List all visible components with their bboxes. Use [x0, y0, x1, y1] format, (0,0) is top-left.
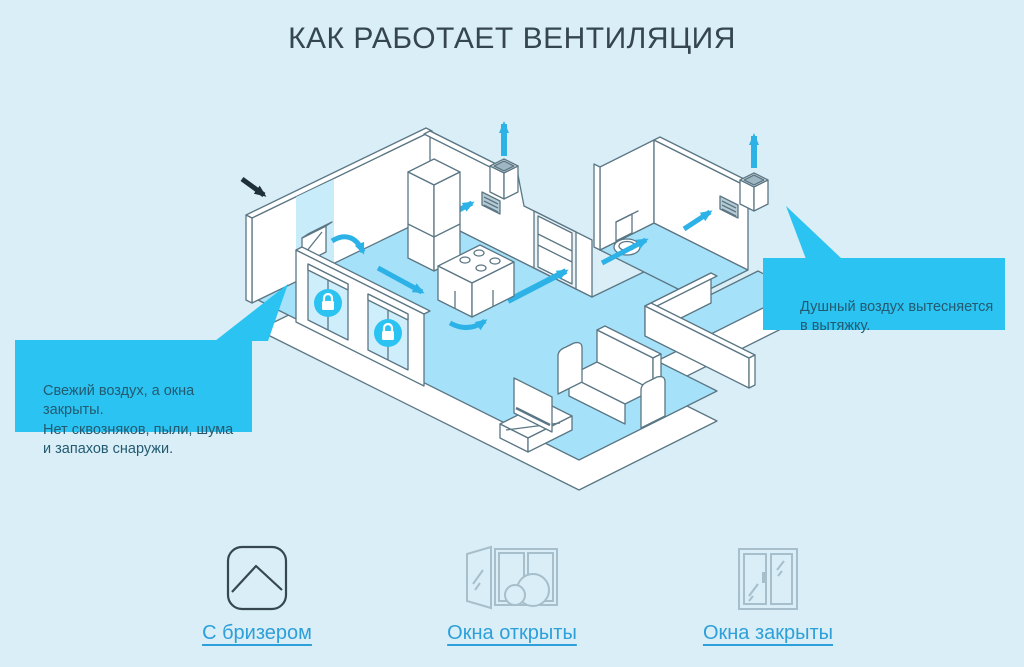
- kitchen-stove-counter: [437, 244, 515, 318]
- lock-badge-2: [374, 319, 402, 347]
- callout-exhaust-text: Душный воздух вытесняется в вытяжку.: [800, 298, 994, 335]
- window-open-icon: [466, 545, 558, 610]
- breezer-icon: [226, 545, 288, 611]
- parapet-wall: [644, 272, 756, 389]
- bathroom-walls: [593, 136, 755, 271]
- window-locked-2: [367, 293, 409, 371]
- fresh-air-arrow: [330, 234, 366, 255]
- tv-screen: [513, 377, 553, 433]
- callout-fresh-air-text: Свежий воздух, а окна закрыты. Нет сквоз…: [43, 382, 234, 458]
- airflow-arrow-to-bathroom-grille: [682, 209, 713, 232]
- callout-tail-right: [786, 206, 842, 259]
- page-title: КАК РАБОТАЕТ ВЕНТИЛЯЦИЯ: [288, 22, 736, 55]
- bathroom-vent-grille: [719, 195, 739, 219]
- tab-windows-closed-label: Окна закрыты: [702, 622, 834, 644]
- mode-tabs: С бризером Окна открыты: [0, 540, 1024, 660]
- front-window-wall: [295, 246, 431, 387]
- airflow-arrow-toilet: [600, 237, 649, 266]
- callout-tail-left: [215, 284, 288, 341]
- black-inflow-arrow: [240, 176, 267, 198]
- kitchen-vent-grille: [481, 191, 501, 215]
- callout-exhaust: Душный воздух вытесняется в вытяжку.: [763, 258, 1005, 334]
- callout-fresh-air: Свежий воздух, а окна закрыты. Нет сквоз…: [15, 340, 252, 457]
- breezer-device: [301, 221, 333, 265]
- kitchen-exhaust-duct: [489, 158, 519, 200]
- airflow-arrow-floor-1: [376, 265, 425, 295]
- lock-badge-1: [314, 289, 342, 317]
- bathroom-door: [533, 210, 577, 290]
- kitchen-cabinet-tall: [407, 158, 461, 272]
- tab-windows-closed[interactable]: Окна закрыты: [658, 540, 878, 645]
- bathroom-exhaust-duct: [739, 172, 769, 212]
- sofa: [557, 325, 666, 429]
- tab-breezer-label: С бризером: [202, 622, 312, 644]
- under-door-airflow-arrow: [506, 268, 569, 304]
- tab-breezer[interactable]: С бризером: [147, 540, 367, 645]
- airflow-arrow-floor-2: [448, 318, 488, 331]
- tab-windows-open[interactable]: Окна открыты: [402, 540, 622, 645]
- window-closed-icon: [738, 548, 798, 610]
- tab-windows-open-label: Окна открыты: [447, 622, 577, 644]
